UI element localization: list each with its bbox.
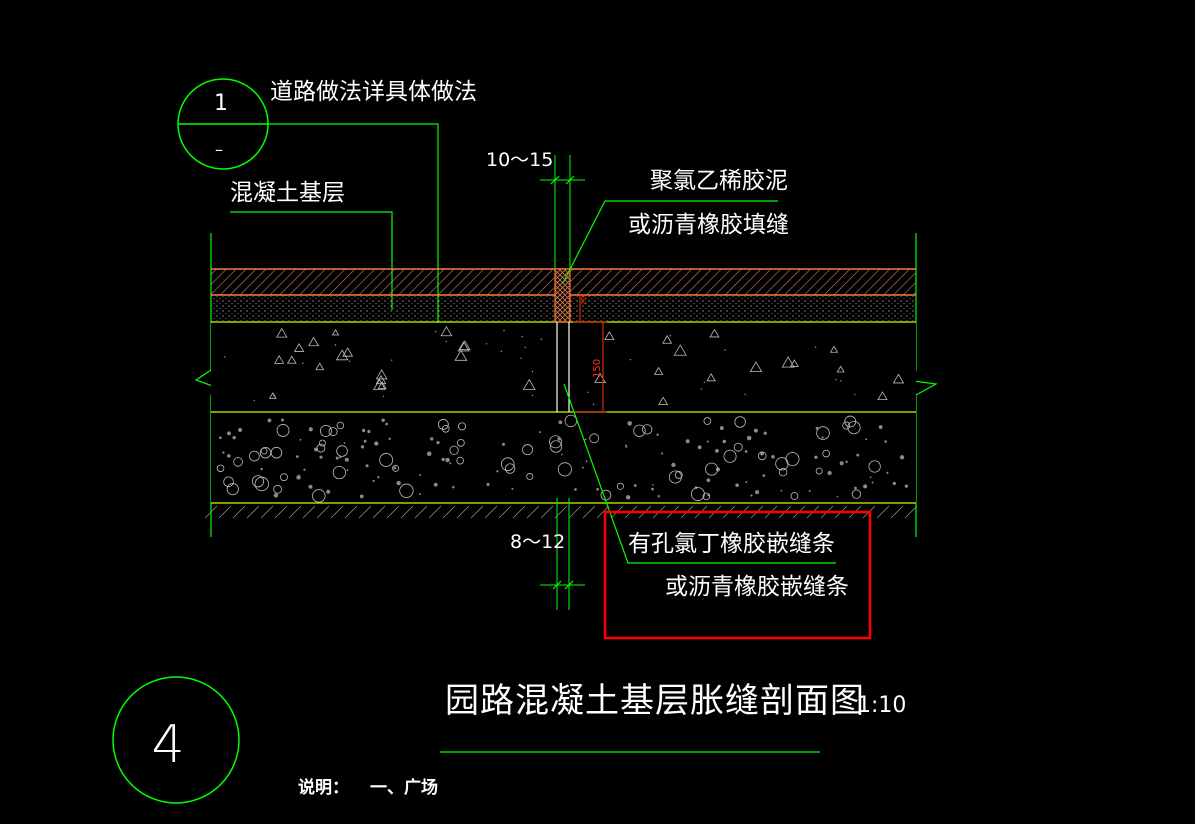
bottom-dimension: 8～12 <box>510 531 585 590</box>
label-strip-line2: 或沥青橡胶嵌缝条 <box>665 574 849 600</box>
label-concrete-base: 混凝土基层 <box>230 180 345 206</box>
note-item: 一、广场 <box>370 777 438 798</box>
highlight-box <box>603 510 872 640</box>
dim-top-text: 10～15 <box>486 149 553 171</box>
strip-leader <box>563 383 836 564</box>
concrete-aggregate <box>224 326 905 406</box>
dim-bottom-text: 8～12 <box>510 531 565 553</box>
label-filler-line2: 或沥青橡胶填缝 <box>628 212 789 238</box>
gravel-circles <box>216 414 909 503</box>
depth-dimension: 150 20 <box>573 295 607 413</box>
drawing-scale: 1:10 <box>857 693 906 718</box>
label-strip-line1: 有孔氯丁橡胶嵌缝条 <box>628 531 835 557</box>
ref-bubble-top: 1 <box>214 91 228 116</box>
drawing-title: 园路混凝土基层胀缝剖面图 <box>445 681 865 721</box>
dim-depth-text: 150 <box>592 359 603 378</box>
ref-bubble-bottom: – <box>215 140 223 159</box>
note-label: 说明： <box>298 777 349 798</box>
detail-bubble: 4 <box>112 676 240 804</box>
expansion-joint <box>554 155 571 610</box>
reference-bubble: 1 – <box>177 78 269 170</box>
dim-depth-small-text: 20 <box>580 296 588 305</box>
filler-leader <box>562 200 778 284</box>
top-dimension: 10～15 <box>486 149 585 185</box>
label-road-method: 道路做法详具体做法 <box>270 79 477 105</box>
label-filler-line1: 聚氯乙稀胶泥 <box>650 168 788 194</box>
detail-number: 4 <box>151 715 184 775</box>
